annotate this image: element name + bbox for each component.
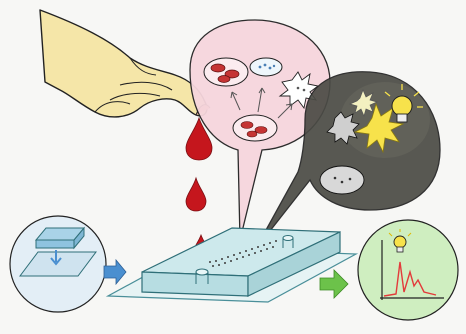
fabrication-inset <box>10 216 106 312</box>
outlet-port <box>283 236 293 241</box>
signal-graph-inset <box>358 220 458 320</box>
red-blood-cell-cluster <box>204 58 248 86</box>
inlet-port <box>196 269 208 275</box>
mixed-cells-oval <box>233 115 277 141</box>
platelet-oval <box>250 58 282 76</box>
cell-debris-bottom <box>320 166 364 194</box>
